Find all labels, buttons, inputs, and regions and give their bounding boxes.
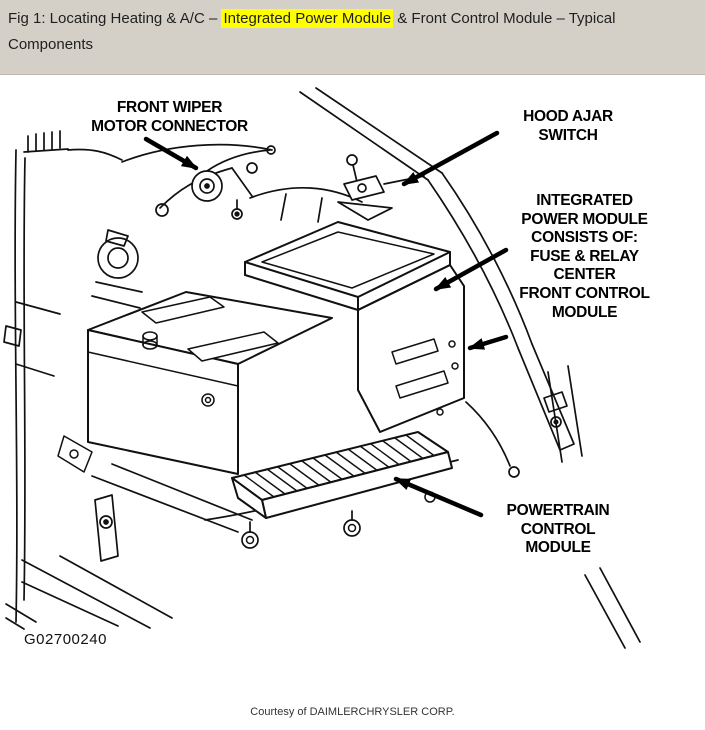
courtesy-note: Courtesy of DAIMLERCHRYSLER CORP. [250,706,455,718]
arrow-front-control-module [467,334,509,351]
arrow-powertrain-control-module [393,476,484,518]
front-wiper-motor-drawing [91,145,276,309]
callout-hood-ajar-switch: HOOD AJAR SWITCH [523,108,613,144]
arrow-hood-ajar [401,130,500,187]
hood-ajar-switch-drawing [337,154,425,221]
callout-arrows [143,130,509,518]
callout-powertrain-control-module: POWERTRAIN CONTROL MODULE [506,502,610,557]
caption-text-prefix: Fig 1: Locating Heating & A/C – [8,10,222,27]
arrow-integrated-power-module [433,247,509,292]
powertrain-control-module-drawing [204,431,459,549]
left-frame-lines [3,149,253,630]
battery-drawing [57,291,333,475]
figure-caption-bar: Fig 1: Locating Heating & A/C – Integrat… [0,0,705,75]
arrow-front-wiper [143,136,199,171]
callout-integrated-power-module: INTEGRATED POWER MODULE CONSISTS OF: FUS… [519,192,650,321]
search-highlight: Integrated Power Module [221,9,394,28]
integrated-power-module-drawing [244,221,520,478]
caption-text-line2: Components [8,36,94,53]
figure-id: G02700240 [24,631,107,648]
caption-text-suffix: & Front Control Module – Typical [393,10,616,27]
callout-front-wiper-motor-connector: FRONT WIPER MOTOR CONNECTOR [91,99,248,135]
